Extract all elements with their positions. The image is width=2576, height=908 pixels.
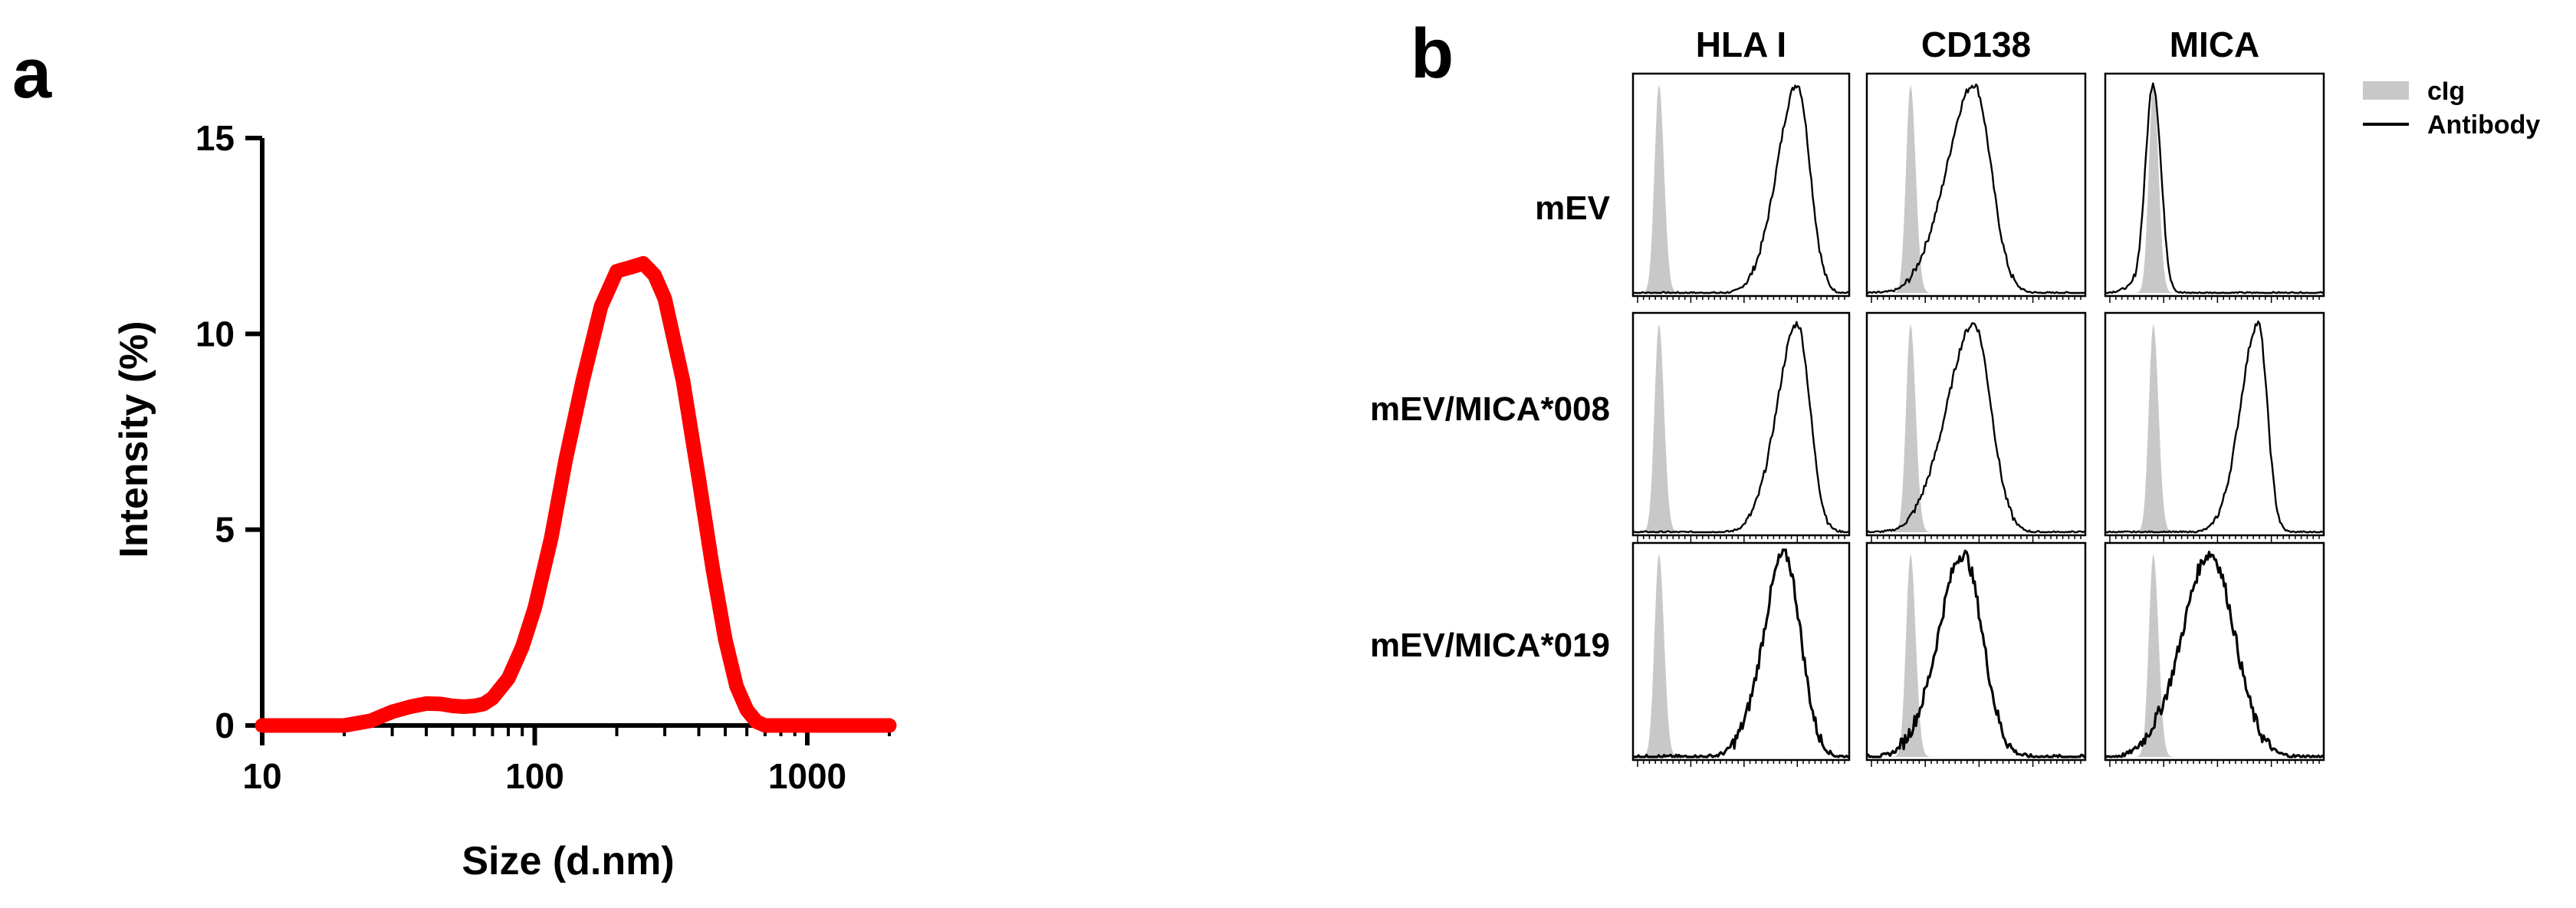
y-tick-label: 5 bbox=[215, 510, 235, 550]
histogram-panel bbox=[1631, 311, 1851, 542]
histogram-frame bbox=[1865, 72, 2087, 298]
histogram-frame bbox=[1865, 311, 2087, 537]
x-tick-label: 100 bbox=[505, 756, 564, 796]
isotype-histogram bbox=[1633, 84, 1849, 293]
antibody-histogram bbox=[1632, 321, 1850, 534]
antibody-histogram bbox=[1866, 549, 2086, 758]
histogram-panel bbox=[1631, 541, 1851, 767]
antibody-histogram bbox=[1867, 83, 2086, 294]
antibody-histogram bbox=[1632, 84, 1850, 294]
antibody-histogram bbox=[2105, 320, 2325, 534]
antibody-histogram bbox=[2104, 82, 2325, 294]
isotype-histogram bbox=[2105, 324, 2324, 532]
isotype-histogram bbox=[2105, 554, 2324, 757]
antibody-histogram bbox=[2104, 551, 2325, 758]
isotype-histogram bbox=[2105, 84, 2324, 293]
row-label: mEV bbox=[1535, 189, 1610, 227]
histogram-panel bbox=[2104, 311, 2325, 542]
histogram-panel bbox=[1865, 311, 2087, 542]
x-tick-label: 1000 bbox=[768, 756, 846, 796]
isotype-histogram bbox=[1867, 554, 2085, 757]
y-tick-label: 15 bbox=[196, 118, 235, 158]
histogram-panel bbox=[1631, 72, 1851, 303]
histogram-frame bbox=[2104, 72, 2325, 298]
row-label: mEV/MICA*008 bbox=[1370, 390, 1610, 428]
legend-label-antibody: Antibody bbox=[2427, 110, 2540, 140]
y-tick-label: 10 bbox=[196, 314, 235, 354]
y-tick-label: 0 bbox=[215, 706, 235, 745]
panel-label-b: b bbox=[1411, 15, 1454, 93]
isotype-histogram bbox=[1867, 84, 2085, 293]
flow-histogram-grid: HLA I CD138 MICA mEV mEV/MICA*008 mEV/MICA*01… bbox=[1370, 25, 2540, 767]
histogram-panel bbox=[1865, 72, 2087, 303]
histogram-panel bbox=[2104, 72, 2325, 303]
isotype-histogram bbox=[1633, 324, 1849, 532]
histogram-frame bbox=[1631, 72, 1851, 298]
column-header: MICA bbox=[2170, 25, 2260, 64]
histogram-frame bbox=[2104, 311, 2325, 537]
histogram-frame bbox=[1865, 541, 2087, 762]
isotype-histogram bbox=[1633, 554, 1849, 757]
y-axis-title: Intensity (%) bbox=[112, 321, 156, 558]
x-axis-title: Size (d.nm) bbox=[462, 839, 674, 883]
series-line-0 bbox=[255, 255, 897, 733]
legend-label-cig: cIg bbox=[2427, 77, 2465, 106]
x-tick-label: 10 bbox=[242, 756, 281, 796]
column-header: CD138 bbox=[1921, 25, 2031, 64]
panel-label-a: a bbox=[12, 35, 52, 113]
histogram-frame bbox=[1631, 311, 1851, 537]
antibody-histogram bbox=[1632, 548, 1849, 758]
histogram-panel bbox=[1865, 541, 2087, 767]
isotype-histogram bbox=[1867, 324, 2085, 532]
row-label: mEV/MICA*019 bbox=[1370, 627, 1610, 664]
legend-swatch-cig bbox=[2363, 81, 2409, 100]
histogram-panel bbox=[2104, 541, 2325, 767]
antibody-histogram bbox=[1866, 322, 2086, 534]
histogram-frame bbox=[2104, 541, 2325, 762]
column-header: HLA I bbox=[1696, 25, 1786, 64]
